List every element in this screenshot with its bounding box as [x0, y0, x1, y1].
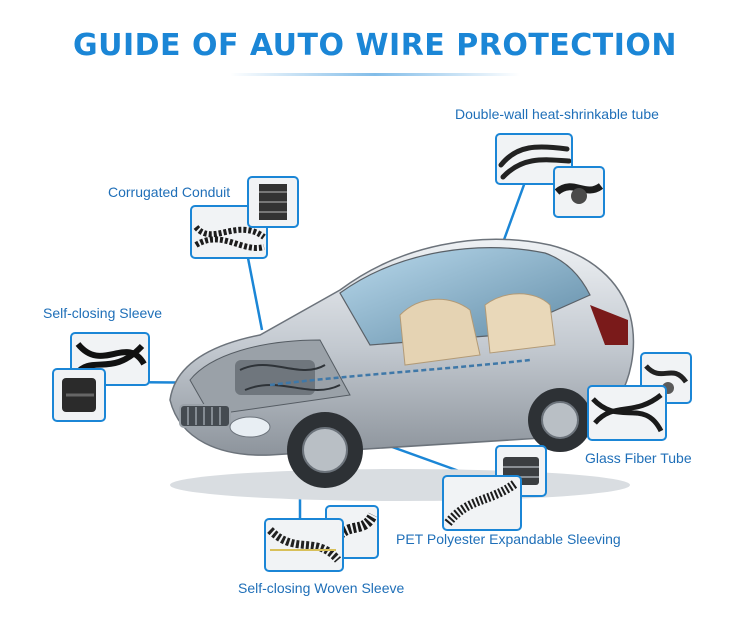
- label-self-closing-sleeve: Self-closing Sleeve: [43, 305, 163, 321]
- label-woven-sleeve: Self-closing Woven Sleeve: [238, 580, 405, 596]
- label-pet-sleeving: PET Polyester Expandable Sleeving: [396, 531, 621, 547]
- label-glass-fiber-tube: Glass Fiber Tube: [585, 450, 692, 466]
- thumb-corrugated-conduit-detail: [247, 176, 299, 228]
- thumb-woven-sleeve: [264, 518, 344, 572]
- thumb-self-closing-sleeve-detail: [52, 368, 106, 422]
- label-double-wall-tube: Double-wall heat-shrinkable tube: [455, 106, 659, 122]
- thumb-pet-sleeving: [442, 475, 522, 531]
- callout-line-corrugated: [246, 257, 264, 331]
- page-title: GUIDE OF AUTO WIRE PROTECTION: [72, 28, 678, 63]
- label-corrugated-conduit: Corrugated Conduit: [108, 184, 231, 200]
- thumb-corrugated-conduit: [190, 205, 268, 259]
- thumb-glass-fiber-tube: [587, 385, 667, 441]
- title-underline: [230, 73, 520, 76]
- thumb-double-wall-tube-detail: [553, 166, 605, 218]
